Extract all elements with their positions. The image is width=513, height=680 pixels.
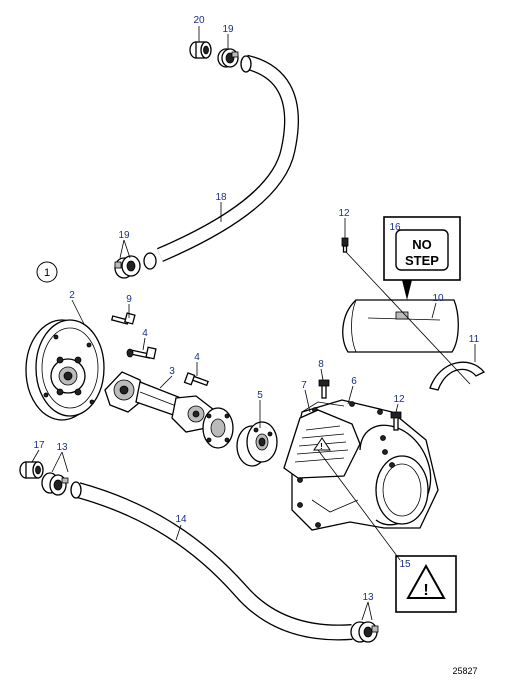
group-number: 1 bbox=[44, 267, 50, 279]
propeller-shaft-part-3 bbox=[104, 371, 234, 449]
group-number-badge: 1 bbox=[36, 261, 58, 283]
callout-9: 9 bbox=[126, 294, 132, 305]
drive-shaft-assembly bbox=[25, 312, 278, 467]
plug-part-20 bbox=[189, 41, 212, 59]
callout-4-right: 4 bbox=[194, 352, 200, 363]
callout-16: 16 bbox=[389, 222, 401, 233]
no-step-label-box-part-16: NO STEP bbox=[383, 216, 461, 300]
callout-15: 15 bbox=[399, 559, 411, 570]
callout-10: 10 bbox=[432, 293, 444, 304]
warning-label-box-part-15: ! bbox=[395, 555, 457, 613]
callout-12-top: 12 bbox=[338, 208, 350, 219]
upper-hose-assembly bbox=[114, 41, 299, 279]
hose-clamp-part-19-top bbox=[217, 48, 239, 68]
callout-14: 14 bbox=[175, 514, 187, 525]
bell-housing-part-6 bbox=[291, 399, 439, 531]
callout-19-left: 19 bbox=[118, 230, 130, 241]
callout-12-right: 12 bbox=[393, 394, 405, 405]
callout-13-left: 13 bbox=[56, 442, 68, 453]
callout-17: 17 bbox=[33, 440, 45, 451]
coupling-hub-part-5 bbox=[236, 421, 278, 467]
callout-20: 20 bbox=[193, 15, 205, 26]
document-number: 25827 bbox=[452, 666, 477, 676]
no-step-line1: NO bbox=[412, 237, 432, 252]
plug-part-17 bbox=[19, 461, 44, 479]
callout-7: 7 bbox=[301, 380, 307, 391]
flywheel-flange-part-2 bbox=[25, 319, 105, 421]
callout-5: 5 bbox=[257, 390, 263, 401]
screw-part-12-top bbox=[341, 237, 349, 253]
bolt-part-4-upper bbox=[126, 346, 157, 360]
screw-part-8 bbox=[318, 379, 330, 399]
step-guard-part-10 bbox=[342, 299, 459, 353]
callout-3: 3 bbox=[169, 366, 175, 377]
svg-text:!: ! bbox=[320, 442, 323, 451]
callout-4-upper: 4 bbox=[142, 328, 148, 339]
no-step-line2: STEP bbox=[405, 253, 439, 268]
hose-part-18 bbox=[143, 54, 299, 270]
callout-8: 8 bbox=[318, 359, 324, 370]
strip-part-11 bbox=[429, 361, 486, 391]
callout-2: 2 bbox=[69, 290, 75, 301]
cover-plate-part-7: ! bbox=[283, 409, 361, 479]
lower-hose-assembly bbox=[19, 461, 379, 643]
callout-13-right: 13 bbox=[362, 592, 374, 603]
hose-part-14 bbox=[70, 481, 353, 641]
callout-11: 11 bbox=[469, 334, 480, 345]
leader-lines bbox=[31, 26, 476, 621]
callout-labels: 20 19 18 19 12 16 10 11 2 9 4 3 4 8 7 6 … bbox=[33, 15, 479, 603]
bolt-part-4-right bbox=[183, 372, 209, 387]
warning-icon: ! bbox=[423, 582, 428, 599]
hose-clamp-part-19-left bbox=[114, 255, 141, 279]
hose-clamp-part-13-left bbox=[41, 472, 69, 496]
hose-clamp-part-13-right bbox=[350, 621, 379, 643]
callout-18: 18 bbox=[215, 192, 227, 203]
callout-6: 6 bbox=[351, 376, 357, 387]
bolt-part-9 bbox=[110, 312, 136, 325]
callout-19-top: 19 bbox=[222, 24, 234, 35]
